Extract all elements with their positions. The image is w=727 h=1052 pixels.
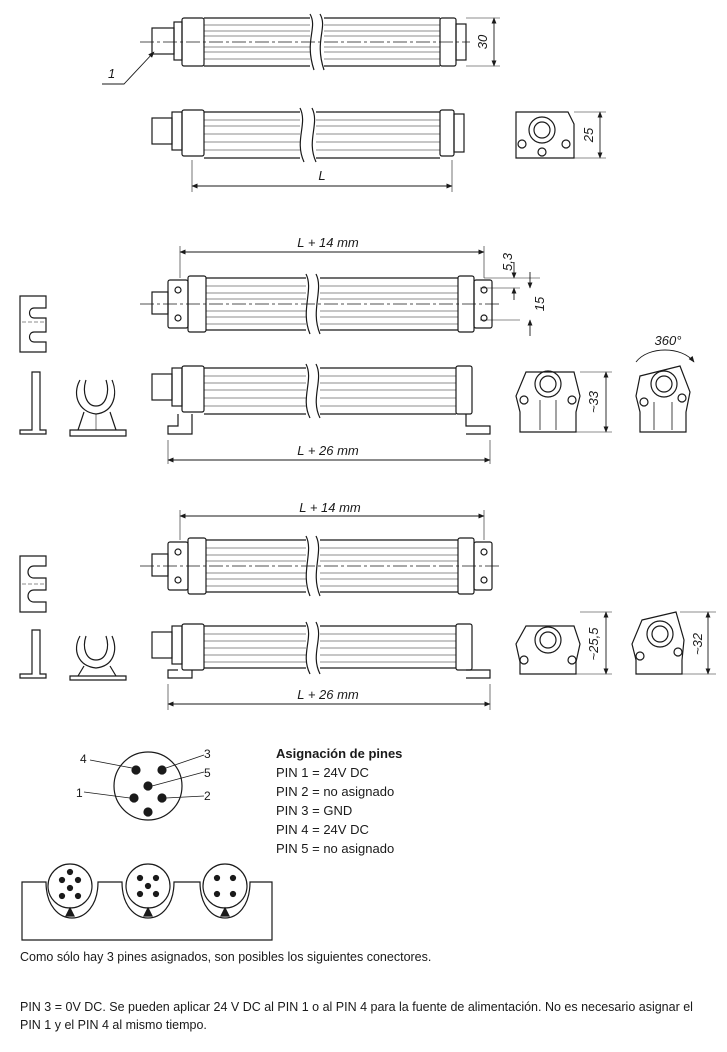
dim-L-plus-26-a: L + 26 mm [297,443,359,458]
view-5-bar [140,510,500,597]
dim-25-5: ~25,5 [586,627,601,661]
callout-1: 1 [108,66,115,81]
pin-label-1: 1 [76,786,83,800]
dim-L: L [318,168,325,183]
dim-L-plus-14-a: L + 14 mm [297,235,359,250]
pin-assignment-line: PIN 5 = no asignado [276,841,395,856]
pin-assignment-line: PIN 2 = no asignado [276,784,395,799]
view-1-bar [102,13,500,85]
pin-assignment-line: PIN 1 = 24V DC [276,765,369,780]
dim-360: 360° [655,333,682,348]
end-view-32 [631,611,716,675]
pin-assignment-title: Asignación de pines [276,746,403,761]
view-6-bar [151,621,491,710]
clip-side-view-1 [19,371,47,435]
dim-15: 15 [532,296,547,311]
view-2-bar [151,107,465,192]
dim-25: 25 [581,127,596,143]
clip-top-view-1 [19,295,47,353]
power-note: PIN 3 = 0V DC. Se pueden aplicar 24 V DC… [20,1000,693,1032]
connector-pin-diagram [83,751,205,821]
end-view-25 [515,111,606,159]
dim-5-3: 5,3 [500,252,515,271]
view-4-bar [151,363,491,464]
clip-front-view-1 [69,379,127,437]
dim-L-plus-26-b: L + 26 mm [297,687,359,702]
clip-front-view-2 [69,635,127,681]
connector-options [21,863,273,941]
dim-32: ~32 [690,632,705,655]
dim-30: 30 [475,34,490,49]
pin-assignment-line: PIN 3 = GND [276,803,353,818]
clip-side-view-2 [19,629,47,679]
connectors-note: Como sólo hay 3 pines asignados, son pos… [20,950,432,964]
pin-assignment: Asignación de pines PIN 1 = 24V DC PIN 2… [276,744,402,858]
pin-label-5: 5 [204,766,211,780]
pin-label-2: 2 [204,789,211,803]
clip-top-view-2 [19,555,47,613]
end-view-rotated [635,349,695,433]
pin-label-3: 3 [204,747,211,761]
pin-label-4: 4 [80,752,87,766]
end-view-33 [515,370,612,433]
pin-assignment-line: PIN 4 = 24V DC [276,822,369,837]
dim-L-plus-14-b: L + 14 mm [299,500,361,515]
end-view-25-5 [515,611,612,675]
dim-33: ~33 [586,390,601,413]
view-3-bar [140,246,540,336]
